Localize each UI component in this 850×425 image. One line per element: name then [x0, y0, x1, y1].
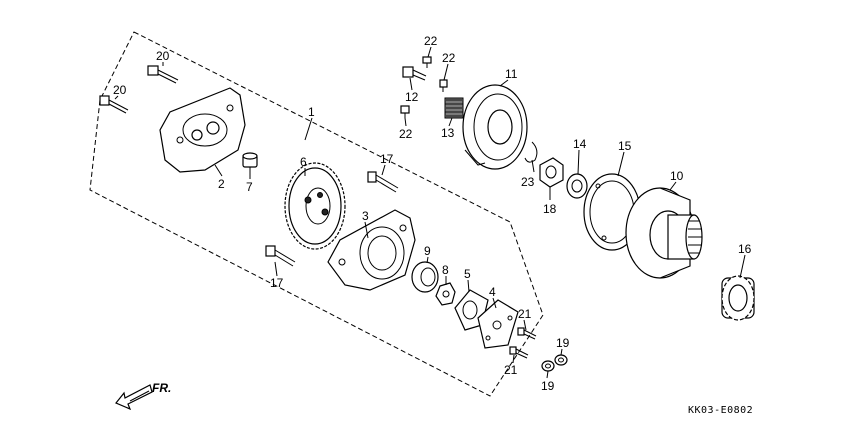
callout-14: 14	[573, 137, 587, 151]
callout-20-upper: 20	[156, 49, 170, 63]
part-8-inner-rotor	[435, 282, 456, 306]
front-direction-label: FR.	[152, 381, 171, 395]
callout-11: 11	[505, 67, 518, 81]
part-16-sprocket	[721, 275, 755, 321]
part-19-washer-upper	[554, 354, 568, 366]
part-19-washer-lower	[541, 360, 555, 372]
diagram-reference-code: KK03-E0802	[688, 405, 753, 416]
part-10-outer-cover	[625, 187, 703, 279]
part-11-pump-housing	[462, 84, 528, 170]
callout-21-upper: 21	[518, 307, 532, 321]
callout-19-upper: 19	[556, 336, 570, 350]
part-12-bolt	[402, 66, 427, 81]
callout-8: 8	[442, 263, 449, 277]
callout-20-lower: 20	[113, 83, 127, 97]
callout-13: 13	[441, 126, 455, 140]
callout-3: 3	[362, 209, 369, 223]
callout-6: 6	[300, 155, 307, 169]
part-9-outer-rotor	[411, 261, 439, 293]
part-17-bolt-upper	[367, 171, 399, 193]
part-20-bolt-lower	[99, 95, 129, 114]
callout-5: 5	[464, 267, 471, 281]
callout-22-bottom: 22	[399, 127, 413, 141]
callout-labels: 20 20 1 2 7 6 17 3 17 9 8 5 4 21 21 19 1…	[113, 34, 752, 393]
callout-16: 16	[738, 242, 752, 256]
part-20-bolt-upper	[147, 65, 179, 84]
part-21-screw-upper	[517, 327, 537, 340]
callout-22-top: 22	[424, 34, 438, 48]
callout-9: 9	[424, 244, 431, 258]
callout-4: 4	[489, 285, 496, 299]
part-2-pump-cover	[159, 87, 246, 173]
callout-21-lower: 21	[504, 363, 518, 377]
callout-1: 1	[308, 105, 315, 119]
callout-15: 15	[618, 139, 632, 153]
part-13-relief-spring	[444, 97, 464, 119]
part-22-screw-bottom	[400, 105, 410, 118]
callout-23: 23	[521, 175, 535, 189]
part-7-dowel-pin	[242, 152, 258, 168]
part-22-screw-top	[422, 56, 432, 68]
part-14-washer	[566, 173, 588, 199]
leader-lines	[114, 46, 746, 379]
part-6-driven-gear	[284, 162, 346, 250]
callout-17-upper: 17	[380, 152, 394, 166]
callout-12: 12	[405, 90, 419, 104]
callout-7: 7	[246, 180, 253, 194]
part-17-bolt-lower	[265, 245, 296, 267]
part-22-screw-right	[439, 79, 448, 92]
callout-18: 18	[543, 202, 557, 216]
assembly-boundary	[89, 31, 544, 397]
callout-2: 2	[218, 177, 225, 191]
front-direction-indicator: FR.	[115, 381, 171, 411]
part-21-screw-lower	[509, 346, 529, 359]
part-18-lock-nut	[539, 157, 564, 188]
part-23-circlip	[524, 141, 538, 163]
callout-17-lower: 17	[270, 276, 284, 290]
part-3-pump-body	[327, 209, 416, 291]
callout-10: 10	[670, 169, 684, 183]
callout-19-lower: 19	[541, 379, 555, 393]
callout-22-right: 22	[442, 51, 456, 65]
